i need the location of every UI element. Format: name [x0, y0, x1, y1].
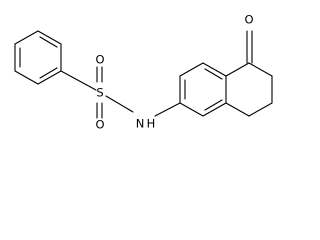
- chemical-structure-diagram: O S O N H O: [14, 13, 273, 132]
- nitrogen-label: N: [136, 117, 145, 131]
- phenyl-ring: [14, 30, 62, 85]
- sulfonyl-oxygen-bottom-label: O: [95, 118, 104, 132]
- sulfur-nitrogen-bond: [105, 95, 134, 113]
- sulfonyl-group: O S O: [95, 53, 104, 132]
- nitrogen-ring-bond: [154, 102, 181, 117]
- sulfonyl-oxygen-top-label: O: [95, 53, 104, 67]
- ketone-group: O: [244, 13, 254, 64]
- phenyl-sulfur-bond: [60, 70, 97, 91]
- hydrogen-label: H: [147, 117, 156, 131]
- aromatic-ring: [179, 62, 227, 117]
- cyclohexanone-ring: [225, 62, 273, 117]
- sulfur-label: S: [96, 86, 103, 100]
- ketone-oxygen-label: O: [244, 13, 253, 27]
